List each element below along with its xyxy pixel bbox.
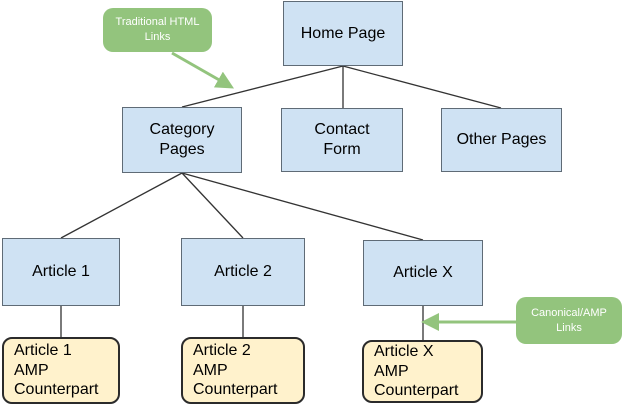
amp-x-line-1: Article X [374,343,434,361]
node-article-x-amp-counterpart: Article X AMP Counterpart [362,340,483,403]
amp-1-line-3: Counterpart [14,381,99,399]
amp-x-line-3: Counterpart [374,382,459,400]
amp-2-line-3: Counterpart [193,381,278,399]
callout-traditional-line-2: Links [144,31,171,43]
node-article-2: Article 2 [181,238,305,306]
node-home-page-label: Home Page [300,24,386,42]
callout-traditional-html-links: Traditional HTML Links [103,8,212,52]
node-contact-form: Contact Form [281,108,403,172]
node-category-pages: Category Pages [122,107,242,173]
node-contact-form-label: Contact Form [314,121,370,158]
node-article-2-label: Article 2 [214,263,272,281]
amp-2-line-1: Article 2 [193,342,251,360]
amp-x-line-2: AMP [374,362,409,380]
node-other-pages-label: Other Pages [456,131,547,149]
connector-home-other [342,65,502,109]
connector-category-articlex [181,172,424,241]
node-article-x: Article X [363,240,483,306]
node-home-page: Home Page [283,1,403,66]
connector-category-article2 [181,172,244,239]
amp-2-line-2: AMP [193,361,228,379]
node-category-pages-label: Category Pages [149,121,215,158]
amp-1-line-1: Article 1 [14,342,72,360]
node-article-x-label: Article X [393,264,453,282]
node-article-1: Article 1 [2,238,120,306]
node-article-2-amp-counterpart: Article 2 AMP Counterpart [181,337,305,404]
node-other-pages: Other Pages [441,108,562,172]
connector-category-article1 [60,172,183,239]
callout-canonical-line-2: Links [556,321,582,334]
arrow-traditional-links [171,51,235,89]
connector-home-category [181,65,344,108]
callout-canonical-line-1: Canonical/AMP [531,306,607,319]
amp-1-line-2: AMP [14,361,49,379]
callout-canonical-amp-links: Canonical/AMP Links [516,297,622,344]
node-article-1-amp-counterpart: Article 1 AMP Counterpart [2,337,120,404]
node-article-1-label: Article 1 [32,263,90,281]
callout-traditional-line-1: Traditional HTML [115,16,200,29]
